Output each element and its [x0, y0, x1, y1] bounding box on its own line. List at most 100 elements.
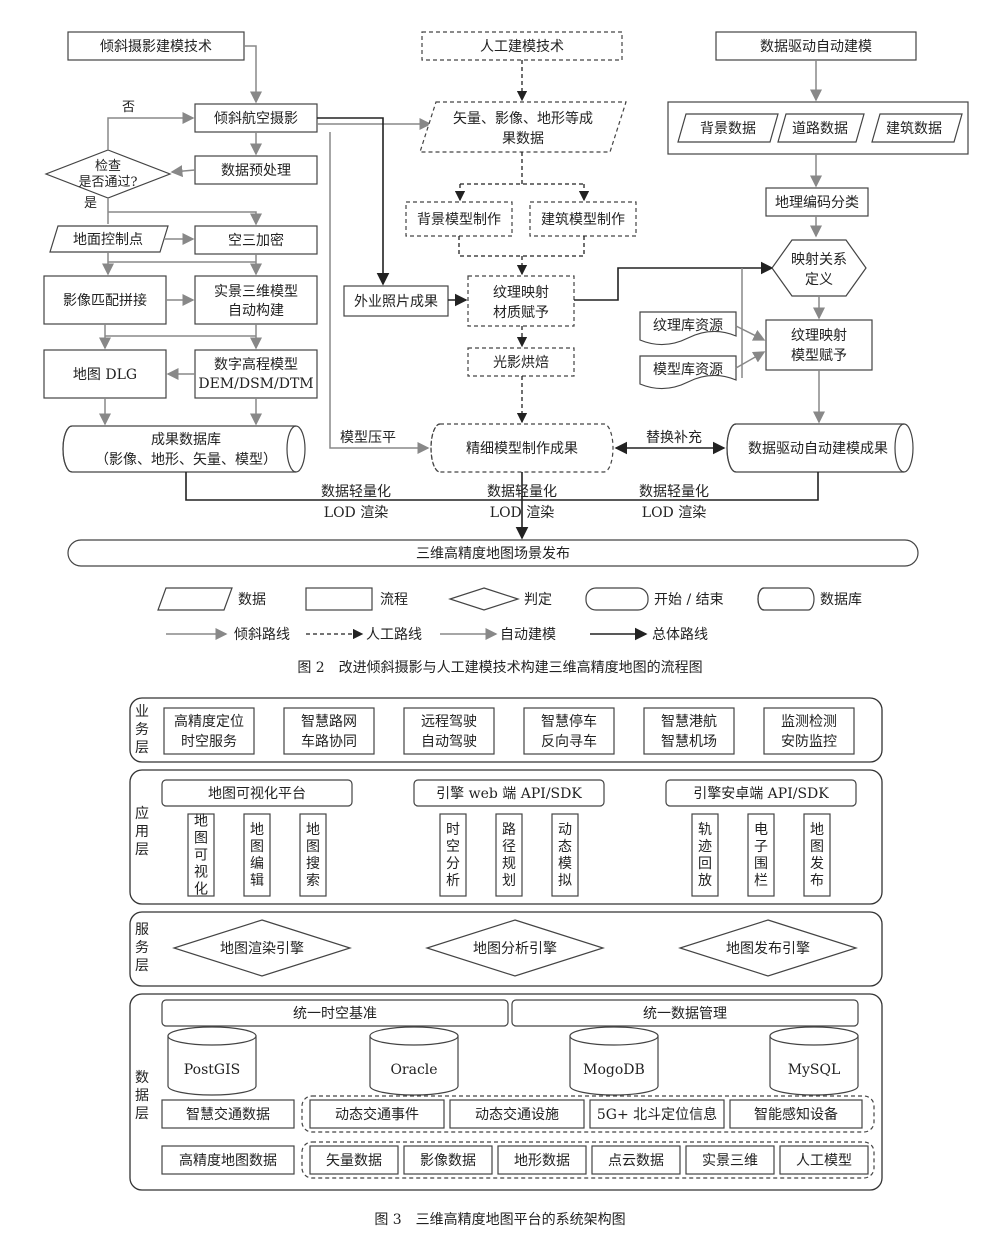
app-item-label: 地图搜索 [306, 822, 320, 889]
legend-data-label: 数据 [238, 592, 266, 608]
traffic-data-label: 动态交通设施 [475, 1106, 559, 1123]
legend-startend-shape [585, 587, 649, 611]
aerial-box [194, 103, 318, 133]
svc-layer-label-1: 服 [135, 922, 149, 938]
realmodel-label-1: 实景三维模型 [214, 284, 298, 300]
realmodel-label-2: 自动构建 [228, 303, 284, 319]
dlg-label: 地图 DLG [73, 367, 137, 383]
app-item-box [747, 813, 775, 897]
data-layer-label-3: 层 [135, 1106, 149, 1122]
flatten-label: 模型压平 [340, 430, 396, 446]
auto-tech-box [715, 31, 917, 61]
biz-item-line: 安防监控 [781, 734, 837, 750]
biz-layer-label-3: 层 [135, 740, 149, 756]
publish-box [67, 539, 919, 567]
texture-lib-box [639, 311, 737, 346]
traffic-data-label: 5G+ 北斗定位信息 [597, 1106, 717, 1123]
app-item-label: 电子围栏 [754, 822, 768, 889]
app-item-box [243, 813, 271, 897]
map-data-label: 地形数据 [514, 1153, 570, 1169]
bg-model-label: 背景模型制作 [417, 212, 501, 228]
aerial-label: 倾斜航空摄影 [214, 111, 298, 127]
fine-result-label: 精细模型制作成果 [466, 441, 578, 457]
db-label: MogoDB [583, 1062, 645, 1078]
texture-map-label-1: 纹理映射 [493, 285, 549, 301]
db-label: Oracle [390, 1062, 437, 1078]
app-item-box [803, 813, 831, 897]
app-item-label: 地图编辑 [250, 822, 264, 889]
svc-engine [425, 919, 605, 977]
svc-layer-label-2: 务 [135, 940, 149, 956]
vector-data-label-2: 果数据 [502, 131, 544, 147]
biz-item-line: 自动驾驶 [421, 734, 477, 750]
geocode-label: 地理编码分类 [775, 195, 859, 211]
legend-oblique-label: 倾斜路线 [234, 627, 290, 643]
road-data-label: 道路数据 [792, 121, 848, 137]
smart-traffic-data-box [161, 1099, 295, 1129]
texture-map-label-2: 材质赋予 [493, 305, 549, 321]
app-group-title: 引擎 web 端 API/SDK [436, 786, 582, 802]
legend-auto-label: 自动建模 [500, 627, 556, 643]
hd-map-data-label: 高精度地图数据 [179, 1152, 277, 1169]
svc-engine-label: 地图发布引擎 [726, 941, 810, 957]
preprocess-label: 数据预处理 [221, 163, 291, 179]
database-cylinders: PostGIS Oracle MogoDB MySQL [167, 1026, 859, 1096]
check-diamond [44, 149, 172, 199]
biz-item [643, 707, 735, 755]
fig3-caption: 图 3 三维高精度地图平台的系统架构图 [374, 1211, 625, 1228]
legend-db-label: 数据库 [820, 592, 862, 608]
check-label-1: 检查 [95, 159, 121, 174]
svc-layer-label-3: 层 [135, 958, 149, 974]
aerotri-box [194, 225, 318, 255]
app-item-label: 轨迹回放 [698, 822, 712, 889]
app-layer-label-2: 用 [135, 824, 149, 840]
app-group-title: 地图可视化平台 [208, 786, 306, 802]
app-group-title-box [413, 779, 605, 807]
traffic-data-item [589, 1099, 725, 1129]
biz-item-line: 反向寻车 [541, 733, 597, 750]
app-item-box [551, 813, 579, 897]
lod-left-1: 数据轻量化 [321, 484, 391, 500]
map-data-item [497, 1145, 587, 1175]
db-cylinder-body [769, 1035, 859, 1096]
light-box [467, 347, 575, 377]
map-data-label: 影像数据 [420, 1153, 476, 1169]
svc-engine-label: 地图分析引擎 [473, 941, 557, 957]
no-label: 否 [122, 100, 135, 115]
lod-right-1: 数据轻量化 [639, 484, 709, 500]
mapping-label-1: 映射关系 [791, 252, 847, 268]
dem-box [194, 349, 318, 399]
db-label: PostGIS [184, 1062, 240, 1078]
db-cylinder-top [369, 1026, 459, 1046]
model-lib-label: 模型库资源 [653, 362, 723, 378]
app-item-box [439, 813, 467, 897]
model-lib-box [639, 355, 737, 390]
vector-data-box [419, 101, 627, 153]
biz-item-line: 智慧停车 [541, 713, 597, 730]
auto-tech-label: 数据驱动自动建模 [760, 39, 872, 55]
db-cylinder-body [167, 1035, 257, 1096]
db-cylinder-top [167, 1026, 257, 1046]
unified-data-box [511, 999, 859, 1027]
app-item-label: 时空分析 [446, 822, 460, 889]
mapping-hexagon [771, 239, 867, 297]
hd-map-data-box [161, 1145, 295, 1175]
app-item-box [691, 813, 719, 897]
db-cylinder-body [369, 1035, 459, 1096]
app-group-title-box [665, 779, 857, 807]
unified-data-label: 统一数据管理 [643, 1006, 727, 1022]
lod-mid-2: LOD 渲染 [490, 505, 554, 521]
legend-process-shape [305, 587, 373, 611]
aerotri-label: 空三加密 [228, 232, 284, 249]
unified-spacetime-box [161, 999, 509, 1027]
traffic-data-item [309, 1099, 445, 1129]
biz-item-line: 远程驾驶 [421, 714, 477, 730]
texture-map2-label-2: 模型赋予 [791, 348, 847, 364]
biz-layer-label-1: 业 [135, 704, 149, 720]
legend-process-label: 流程 [380, 592, 408, 608]
bg-data-box [677, 113, 779, 143]
db-label: MySQL [788, 1062, 841, 1078]
db-cylinder-top [569, 1026, 659, 1046]
biz-item [163, 707, 255, 755]
